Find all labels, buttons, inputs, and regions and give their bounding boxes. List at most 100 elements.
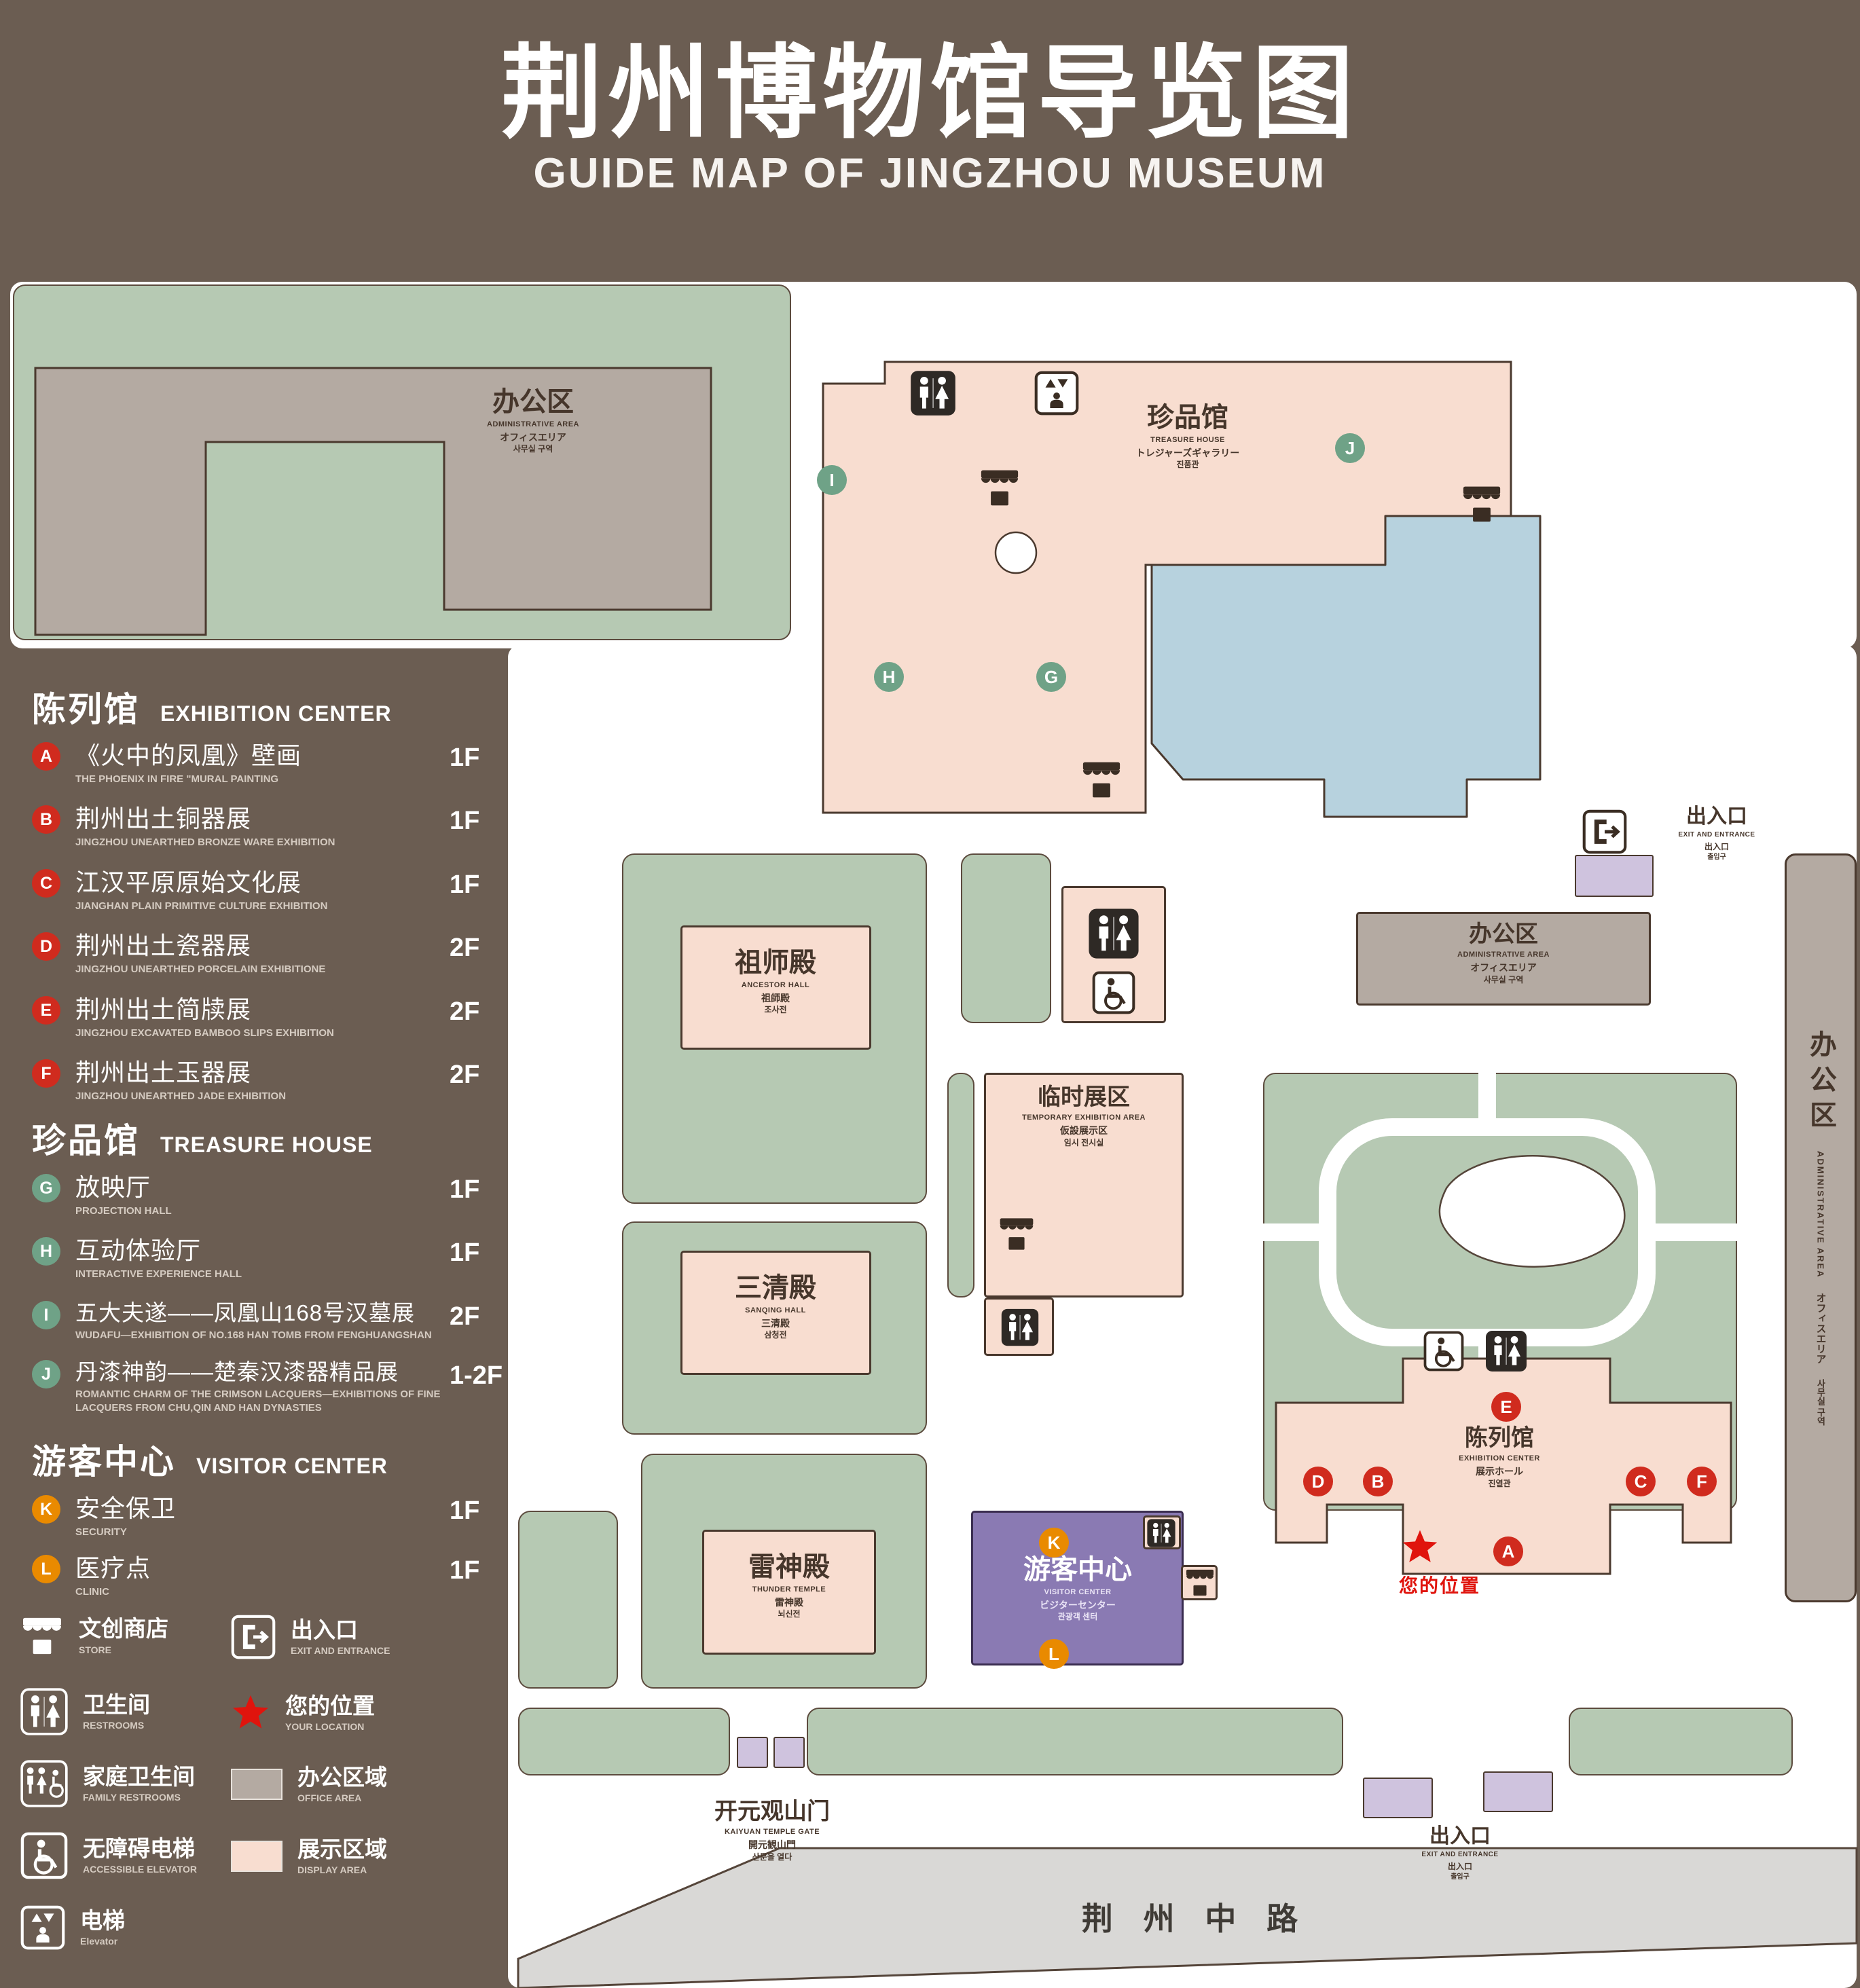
label-zh: 三清殿 — [735, 1273, 816, 1303]
label-zh: 开元观山门 — [714, 1799, 830, 1824]
ancestor-hall-label: 祖师殿 ANCESTOR HALL 祖師殿 조사전 — [640, 948, 911, 1015]
accessible-restroom-icon — [1092, 971, 1135, 1014]
exhibition-center-label: 陈列馆 EXHIBITION CENTER 展示ホール 진열관 — [1364, 1425, 1635, 1488]
label-en: EXHIBITION CENTER — [1459, 1454, 1540, 1463]
store-icon — [979, 468, 1021, 507]
label-en: ANCESTOR HALL — [741, 981, 810, 989]
legend-section-visitor-center: 游客中心 VISITOR CENTER — [32, 1435, 388, 1484]
section-title-en: EXHIBITION CENTER — [160, 701, 392, 726]
badge-d: D — [32, 932, 60, 961]
gate-block-1 — [737, 1737, 768, 1768]
elevator-icon — [20, 1905, 65, 1950]
label-kr: 사무실 구역 — [513, 444, 553, 454]
legend-item-l: L 医疗点 CLINIC 1F — [32, 1555, 507, 1598]
exit-icon — [1582, 809, 1627, 854]
label-jp: ビジターセンター — [1040, 1600, 1116, 1611]
label-jp: 仮設展示区 — [1060, 1125, 1108, 1137]
item-zh: 互动体验厅 — [75, 1236, 202, 1264]
label-zh: 游客中心 — [1023, 1555, 1132, 1585]
label-jp: 展示ホール — [1476, 1466, 1523, 1477]
entrance-block-top-right — [1575, 855, 1654, 897]
legend-item-k: K 安全保卫 SECURITY 1F — [32, 1495, 507, 1539]
label-jp: 祖師殿 — [761, 993, 790, 1004]
badge-f: F — [32, 1059, 60, 1088]
label-kr: 진품관 — [1176, 460, 1199, 470]
item-floor: 1F — [450, 807, 480, 835]
jingzhou-middle-road — [517, 1847, 1858, 1988]
park-south-strip-west — [518, 1708, 730, 1775]
label-en: TREASURE HOUSE — [1150, 436, 1225, 444]
page-title: 荆州博物馆导览图 — [500, 36, 1360, 150]
label-zh: 珍品馆 — [1147, 403, 1228, 432]
item-floor: 1-2F — [450, 1361, 503, 1390]
symbol-zh: 出入口 — [291, 1617, 358, 1642]
park-south-strip-east — [1569, 1708, 1793, 1775]
legend-symbol-accessible-elevator: 无障碍电梯 ACCESSIBLE ELEVATOR — [20, 1832, 197, 1879]
park-west-strip — [518, 1511, 618, 1689]
display-area-swatch — [231, 1841, 282, 1873]
symbol-zh: 文创商店 — [79, 1616, 168, 1642]
item-floor: 2F — [450, 934, 480, 962]
temporary-exhibition-label: 临时展区 TEMPORARY EXHIBITION AREA 仮設展示区 임시 … — [948, 1084, 1220, 1147]
item-zh: 《火中的凤凰》壁画 — [75, 741, 302, 769]
legend-symbol-exit: 出入口 EXIT AND ENTRANCE — [231, 1615, 390, 1659]
label-kr: 뇌신전 — [778, 1609, 801, 1619]
exit-icon — [231, 1615, 276, 1659]
label-en: EXIT AND ENTRANCE — [1421, 1851, 1499, 1858]
store-icon — [1184, 1568, 1216, 1597]
label-en: THUNDER TEMPLE — [752, 1585, 826, 1594]
label-en: KAIYUAN TEMPLE GATE — [724, 1828, 820, 1837]
marker-h: H — [874, 662, 904, 692]
ancestor-hall-building — [680, 925, 871, 1050]
badge-l: L — [32, 1555, 60, 1583]
section-title-zh: 陈列馆 — [32, 691, 140, 729]
elevator-icon — [1034, 371, 1079, 416]
item-en: SECURITY — [75, 1526, 127, 1538]
symbol-zh: 展示区域 — [297, 1837, 387, 1862]
item-en: JIANGHAN PLAIN PRIMITIVE CULTURE EXHIBIT… — [75, 900, 328, 912]
legend-item-f: F 荆州出土玉器展 JINGZHOU UNEARTHED JADE EXHIBI… — [32, 1059, 507, 1103]
restroom-icon — [1484, 1329, 1528, 1373]
label-jp: オフィスエリア — [1470, 962, 1537, 974]
your-location-label: 您的位置 — [1398, 1575, 1480, 1596]
exhibition-center-building — [1275, 1357, 1732, 1575]
label-kr: 사무실 구역 — [1815, 1379, 1826, 1426]
label-en: ADMINISTRATIVE AREA — [487, 420, 579, 428]
park-center-thin — [947, 1073, 974, 1297]
symbol-en: DISPLAY AREA — [297, 1864, 367, 1876]
sanqing-hall-label: 三清殿 SANQING HALL 三清殿 삼청전 — [640, 1273, 911, 1340]
badge-h: H — [32, 1237, 60, 1266]
marker-d: D — [1303, 1467, 1333, 1496]
legend-section-exhibition-center: 陈列馆 EXHIBITION CENTER — [32, 682, 392, 731]
admin-building-mid — [1356, 912, 1651, 1006]
symbol-en: EXIT AND ENTRANCE — [291, 1645, 390, 1657]
label-jp: 出入口 — [1704, 842, 1729, 851]
temporary-exhibition-building — [984, 1073, 1184, 1297]
label-jp: 出入口 — [1447, 1862, 1472, 1871]
garden-pond-blob — [1438, 1154, 1626, 1268]
pond — [1150, 515, 1542, 818]
item-floor: 1F — [450, 743, 480, 772]
symbol-zh: 卫生间 — [83, 1691, 150, 1717]
accessible-elevator-icon — [20, 1832, 68, 1879]
admin-strip-right — [1785, 853, 1857, 1602]
item-floor: 2F — [450, 1302, 480, 1331]
symbol-zh: 您的位置 — [285, 1693, 375, 1718]
road-label: 荆 州 中 路 — [1081, 1901, 1309, 1936]
legend-item-e: E 荆州出土简牍展 JINGZHOU EXCAVATED BAMBOO SLIP… — [32, 996, 507, 1039]
legend-item-h: H 互动体验厅 INTERACTIVE EXPERIENCE HALL 1F — [32, 1237, 507, 1281]
badge-c: C — [32, 869, 60, 898]
page-subtitle: GUIDE MAP OF JINGZHOU MUSEUM — [533, 150, 1327, 197]
item-zh: 放映厅 — [75, 1173, 151, 1201]
label-jp: 三清殿 — [761, 1318, 790, 1329]
item-en: JINGZHOU UNEARTHED BRONZE WARE EXHIBITIO… — [75, 836, 335, 848]
marker-k: K — [1039, 1528, 1069, 1558]
visitor-center-label: 游客中心 VISITOR CENTER ビジターセンター 관광객 센터 — [962, 1555, 1193, 1622]
marker-f: F — [1687, 1467, 1717, 1496]
label-zh: 临时展区 — [1038, 1084, 1130, 1110]
badge-e: E — [32, 996, 60, 1025]
symbol-zh: 无障碍电梯 — [83, 1835, 195, 1861]
item-zh: 荆州出土玉器展 — [75, 1059, 252, 1086]
store-icon — [20, 1616, 64, 1656]
store-icon — [1080, 760, 1123, 799]
